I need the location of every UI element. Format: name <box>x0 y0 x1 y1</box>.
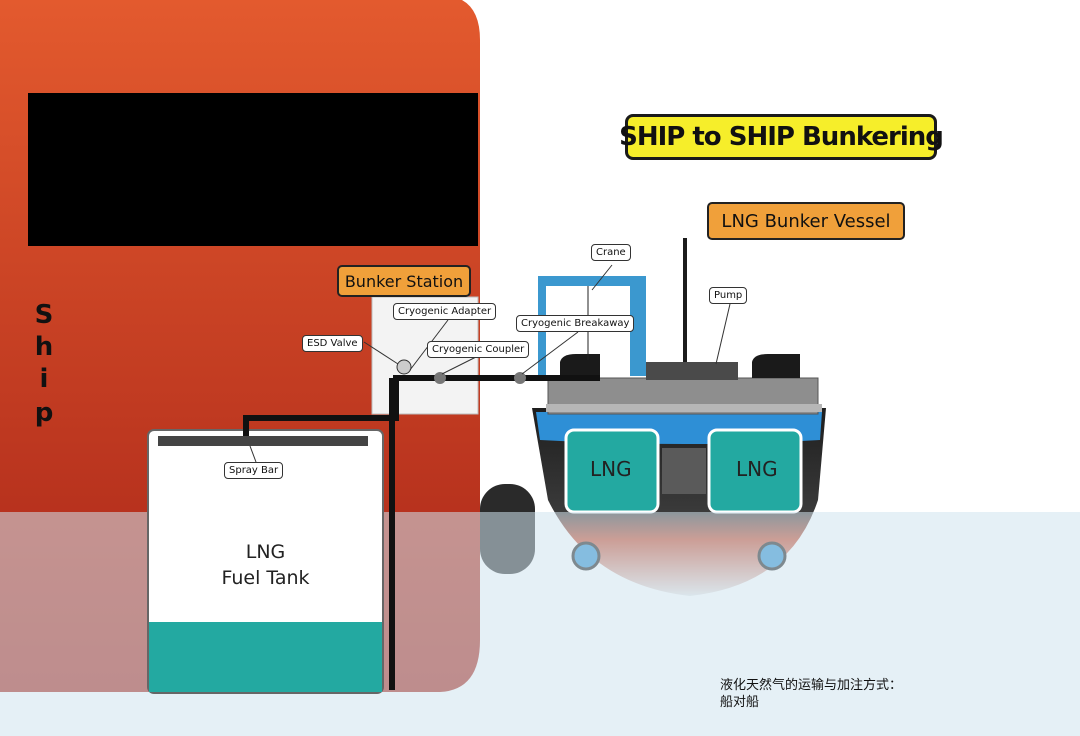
esd-valve-callout: ESD Valve <box>302 335 363 352</box>
leader-spray <box>249 445 257 463</box>
vessel-tank-left-label: LNG <box>590 457 632 481</box>
crane-beam <box>538 276 646 286</box>
pump-callout: Pump <box>709 287 748 304</box>
ship-dark-window <box>28 93 478 246</box>
fuel-tank-label-line1: LNG <box>245 541 286 563</box>
cryogenic-coupler-callout: Cryogenic Coupler <box>427 341 530 358</box>
ship-letter-h: h <box>34 332 54 362</box>
vessel-pump-housing <box>646 362 738 380</box>
leader-coupler <box>441 355 479 375</box>
spray-bar-callout: Spray Bar <box>224 462 284 479</box>
diagram-title: SHIP to SHIP Bunkering <box>619 114 944 160</box>
bunker-vessel-label: LNG Bunker Vessel <box>707 202 905 240</box>
vessel-engine <box>662 448 706 494</box>
ship-letter-i: i <box>39 364 49 394</box>
crane-post-right <box>630 280 646 376</box>
vessel-bow-right <box>752 354 800 378</box>
cryogenic-coupler-joint <box>434 372 446 384</box>
vessel-tank-right-label: LNG <box>736 457 778 481</box>
leader-crane <box>591 264 613 291</box>
cryogenic-adapter-callout: Cryogenic Adapter <box>393 303 497 320</box>
bunker-station-label: Bunker Station <box>337 265 471 297</box>
fuel-tank-liquid <box>149 622 382 692</box>
ship-letter-p: p <box>34 398 54 428</box>
leader-esd <box>363 341 399 365</box>
caption-line1: 液化天然气的运输与加注方式： <box>720 678 903 693</box>
cryogenic-breakaway-callout: Cryogenic Breakaway <box>516 315 635 332</box>
caption-line2: 船对船 <box>720 695 760 710</box>
vessel-deck-rail <box>546 404 822 412</box>
fuel-tank-label-line2: Fuel Tank <box>221 567 310 589</box>
vessel-bow-left <box>560 354 600 378</box>
vessel-mast <box>683 238 687 362</box>
crane-callout: Crane <box>591 244 631 261</box>
leader-pump <box>715 303 731 365</box>
cryogenic-breakaway-joint <box>514 372 526 384</box>
spray-bar <box>158 436 368 446</box>
ship-letter-s: S <box>34 300 54 330</box>
esd-valve-wheel <box>396 359 412 375</box>
leader-breakaway <box>521 331 579 375</box>
